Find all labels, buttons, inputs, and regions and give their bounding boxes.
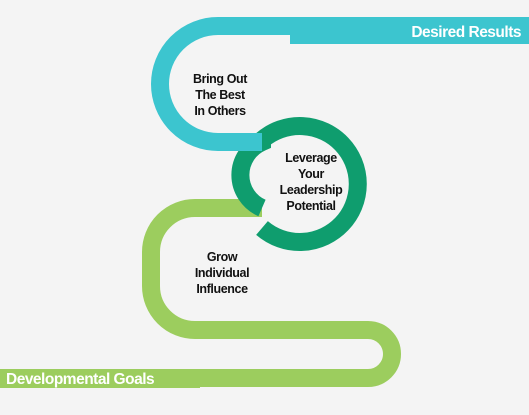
stage-label-line: Individual: [194, 266, 250, 280]
developmental-goals-banner: [0, 369, 200, 388]
results-path-segment: [151, 17, 529, 151]
stage-label-line: The Best: [195, 88, 245, 102]
leadership-path-segment: [231, 117, 367, 251]
stage-label-line: Potential: [286, 199, 336, 213]
desired-results-label: Desired Results: [411, 24, 521, 41]
stage-label-line: Your: [298, 167, 324, 181]
stage-leverage-potential: Leverage Your Leadership Potential: [260, 150, 362, 214]
stage-label-line: Bring Out: [192, 72, 248, 86]
developmental-goals-label: Developmental Goals: [6, 371, 155, 388]
stage-label-line: In Others: [194, 104, 246, 118]
stage-grow-influence: Grow Individual Influence: [172, 249, 272, 297]
desired-results-banner: [290, 22, 529, 44]
stage-label-line: Grow: [206, 250, 238, 264]
stage-bring-out-best: Bring Out The Best In Others: [170, 71, 270, 119]
developmental-path-segment: [0, 199, 401, 387]
stage-label-line: Influence: [196, 282, 248, 296]
stage-label-line: Leadership: [279, 183, 343, 197]
stage-label-line: Leverage: [285, 151, 337, 165]
